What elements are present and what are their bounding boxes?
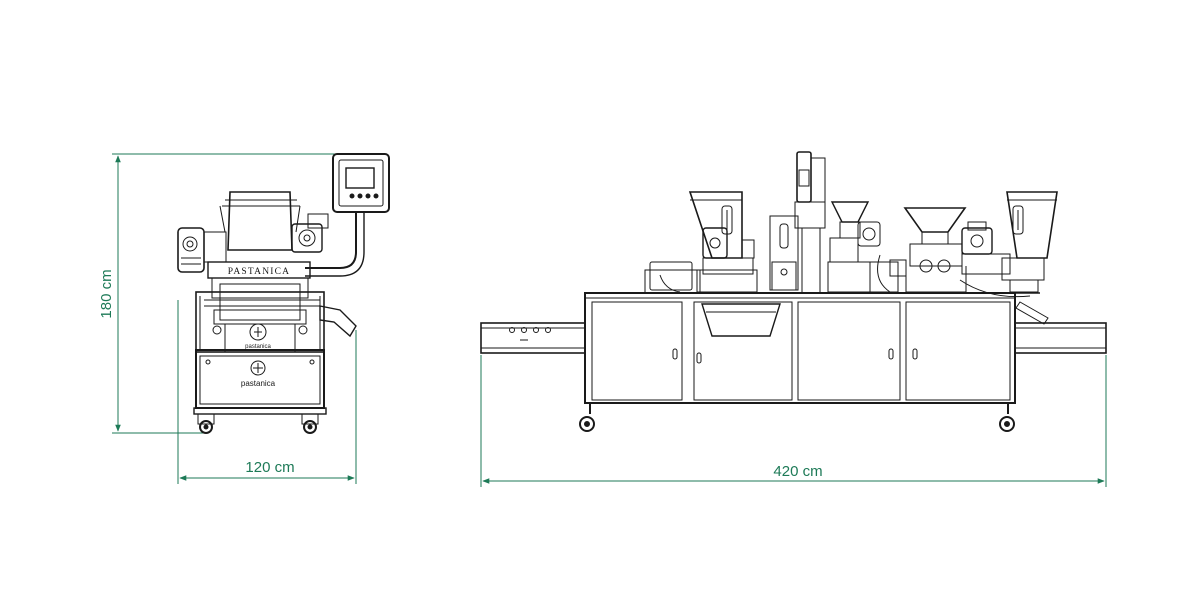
left-motor <box>177 227 227 273</box>
height-dimension <box>112 153 340 434</box>
side-wheels <box>579 403 1015 432</box>
center-funnel <box>827 201 899 293</box>
front-width-dimension-label: 120 cm <box>245 459 294 476</box>
front-cabinet-logo-text: pastanica <box>241 379 276 388</box>
front-brand-label: PASTANICA <box>228 267 290 277</box>
height-dimension-label: 180 cm <box>98 269 115 318</box>
left-conveyor <box>480 322 586 354</box>
cabinet-doors <box>591 301 1011 401</box>
right-motor <box>291 213 329 253</box>
right-side-motor <box>961 221 1011 275</box>
front-width-dimension <box>177 300 357 484</box>
upper-logo <box>249 323 267 341</box>
side-length-dimension <box>480 355 1107 487</box>
left-side-motor <box>702 227 755 275</box>
right-conveyor <box>1014 301 1107 354</box>
center-tower <box>769 151 826 293</box>
front-view-machine <box>177 153 390 434</box>
front-wheels <box>197 413 319 434</box>
front-upper-logo-text: pastanica <box>245 344 271 350</box>
control-panel <box>332 153 390 213</box>
right-hopper <box>1001 191 1058 293</box>
right-funnel <box>889 207 967 293</box>
side-view-machine <box>480 151 1107 432</box>
side-length-dimension-label: 420 cm <box>773 463 822 480</box>
